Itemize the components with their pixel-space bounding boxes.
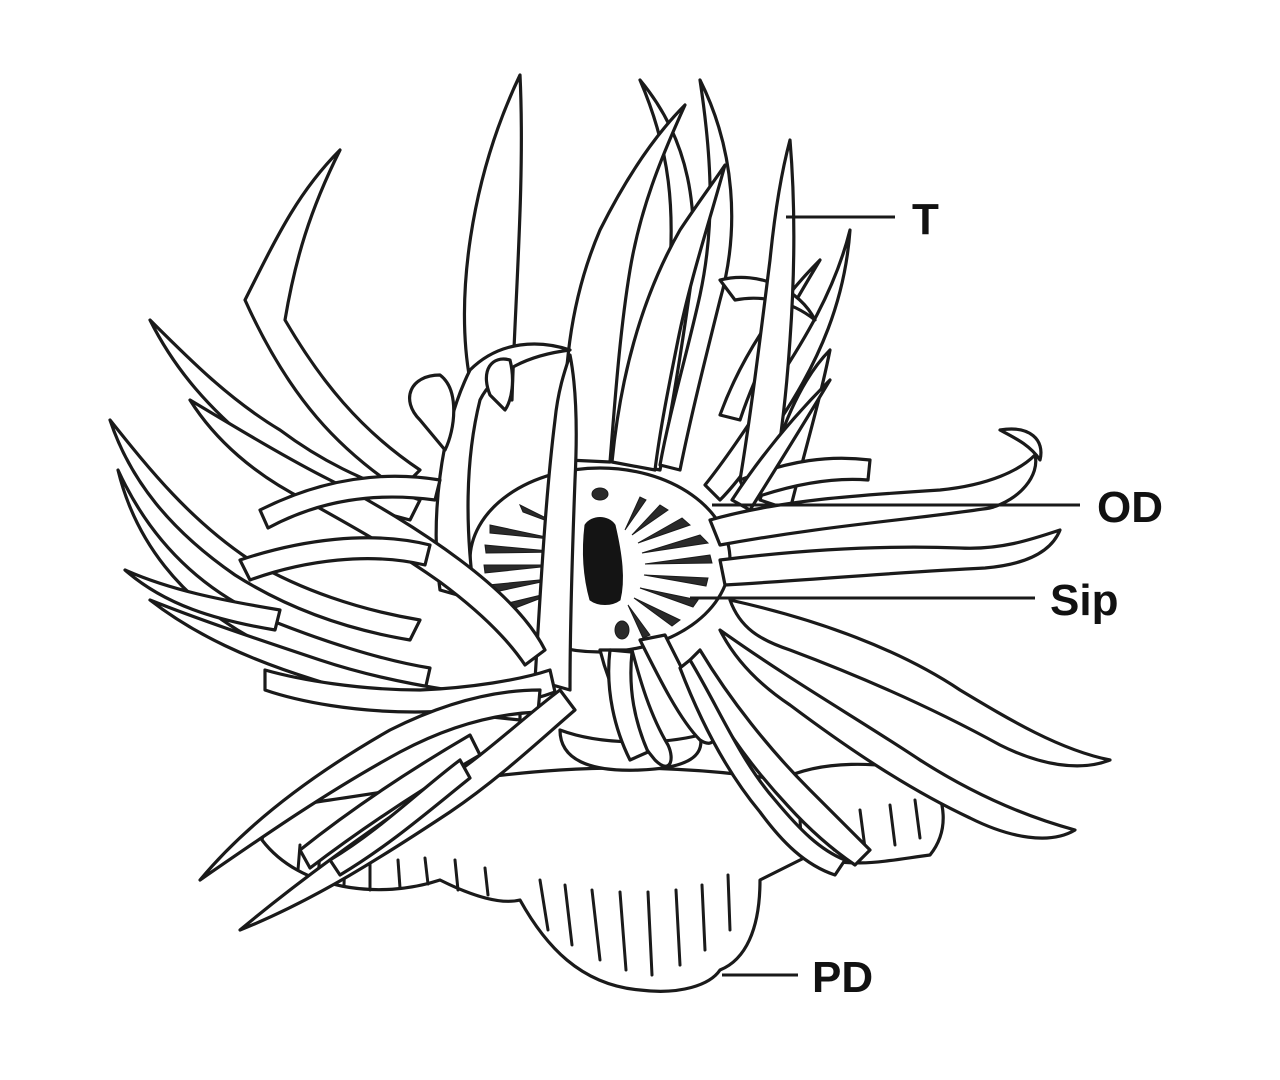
label-text-t: T	[912, 195, 939, 244]
label-siphonoglyph: Sip	[690, 576, 1118, 625]
label-tentacle: T	[786, 195, 939, 244]
oral-disc	[468, 466, 732, 654]
label-text-pd: PD	[812, 953, 873, 1002]
label-text-sip: Sip	[1050, 576, 1118, 625]
tentacles-back	[108, 73, 852, 692]
label-text-od: OD	[1097, 483, 1163, 532]
label-pedal-disc: PD	[722, 953, 873, 1002]
label-oral-disc: OD	[712, 483, 1163, 532]
siphonoglyph	[582, 517, 623, 605]
